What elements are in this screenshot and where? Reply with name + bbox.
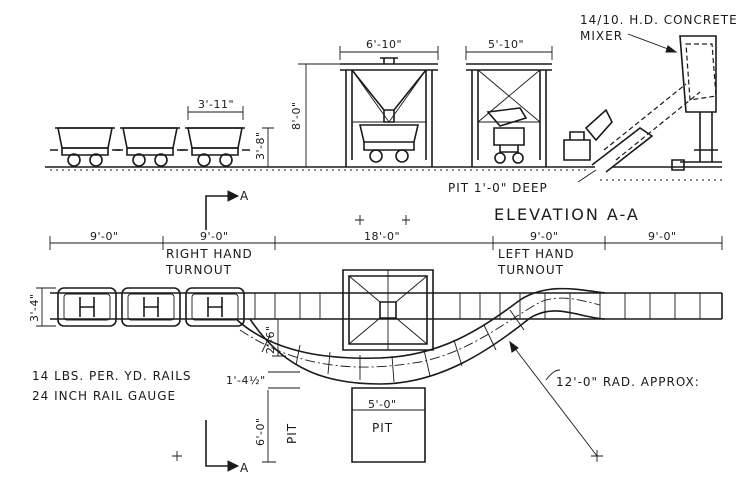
plan-car-width-dimension: 3'-4" [28,287,56,327]
dim-seg2-text: 9'-0" [200,230,229,243]
car-height-dimension: 3'-8" [254,127,274,168]
overall-dimension-line [49,236,723,250]
plan-view: 9'-0" 9'-0" 18'-0" 9'-0" 9'-0" RIGHT HAN… [28,230,723,463]
pit-note-text: PIT 1'-0" DEEP [448,181,548,195]
pit-side-label: PIT [285,423,299,444]
section-mark-top-text: A [240,189,249,203]
car-plan [185,287,245,327]
car-plan [121,287,181,327]
concrete-mixer [563,35,722,173]
right-turnout-line2: TURNOUT [165,263,232,277]
hopper2-width-dim-text: 5'-10" [488,38,524,51]
offset-dim-text: 2'-6" [264,325,277,354]
dim-seg1-text: 9'-0" [90,230,119,243]
hopper-plan [342,269,434,351]
dim-seg5-text: 9'-0" [648,230,677,243]
hopper-1 [340,57,438,167]
mixer-label-line1: 14/10. H.D. CONCRETE [580,13,738,27]
mixer-leader [627,33,678,53]
hopper1-width-dimension: 6'-10" [339,38,439,60]
straight-track [50,292,723,320]
elevation-view: 3'-11" 3'-8" 8'-0" 6'-10" [45,13,738,225]
pit-note-leader [577,169,597,183]
tipping-car [115,127,185,167]
hopper-2 [466,63,552,167]
car-width-dimension: 3'-11" [187,98,244,120]
tipping-car [50,127,120,167]
dim-seg3-text: 18'-0" [364,230,400,243]
loop-track [235,287,606,385]
plan-car-width-dim-text: 3'-4" [28,293,41,322]
right-turnout-line1: RIGHT HAND [166,247,253,261]
section-mark-top: A [205,189,249,230]
hopper-height-dim-text: 8'-0" [290,101,303,130]
left-turnout-line2: TURNOUT [497,263,564,277]
offset2-dimension: 1'-4½" [226,371,300,389]
offset-dimension: 2'-6" [264,319,286,357]
section-mark-bottom: A [205,420,249,475]
car-plan [57,287,117,327]
pit-depth-dimension: 6'-0" PIT [254,390,299,463]
pit-label: PIT [372,421,393,435]
rails-note-line2: 24 INCH RAIL GAUGE [32,389,176,403]
pit-width-dim-text: 5'-0" [368,398,397,411]
hopper1-width-dim-text: 6'-10" [366,38,402,51]
dim-seg4-text: 9'-0" [530,230,559,243]
pit-box: 5'-0" PIT [351,387,426,463]
section-mark-bottom-text: A [240,461,249,475]
hopper2-width-dimension: 5'-10" [465,38,553,60]
radius-leader: 12'-0" RAD. APPROX: [509,340,700,462]
tipping-car [180,127,250,167]
hopper-height-dimension: 8'-0" [290,63,340,168]
car-height-dim-text: 3'-8" [254,131,267,160]
radius-note: 12'-0" RAD. APPROX: [556,375,700,389]
left-turnout-line1: LEFT HAND [498,247,575,261]
offset2-dim-text: 1'-4½" [226,374,266,387]
car-width-dim-text: 3'-11" [198,98,234,111]
mixer-label-line2: MIXER [580,29,623,43]
rails-note-line1: 14 LBS. PER. YD. RAILS [32,369,192,383]
elevation-title: ELEVATION A-A [494,205,640,224]
pit-depth-dim-text: 6'-0" [254,417,267,446]
